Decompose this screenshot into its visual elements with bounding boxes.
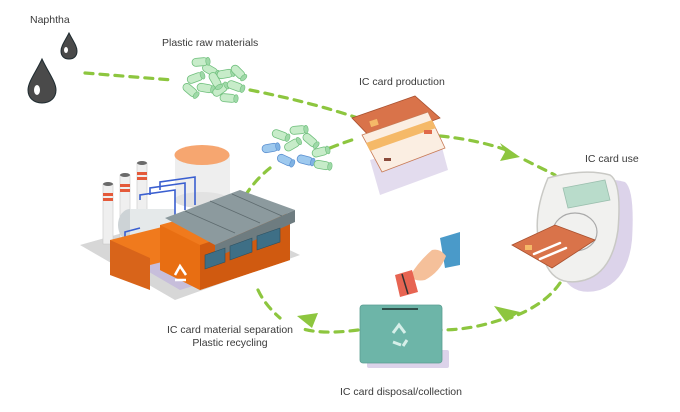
ic-cards-icon <box>351 95 448 195</box>
arrow-disposal-to-factory <box>298 326 360 334</box>
recycle-icon <box>391 322 409 347</box>
arrowhead-disposal <box>494 306 520 322</box>
arrow-naphtha-to-raw <box>83 71 174 82</box>
label-separation-line1: IC card material separation <box>166 324 294 336</box>
label-naphtha: Naphtha <box>30 14 70 26</box>
arrowhead-use <box>500 143 520 161</box>
arrow-raw-to-production <box>248 88 360 120</box>
arrow-use-tail <box>523 158 557 177</box>
arrow-factory-tail <box>256 288 282 320</box>
arrow-disposal-tail <box>438 318 502 332</box>
arrow-pellets-to-production <box>328 136 360 150</box>
hand-with-card-icon <box>395 232 460 297</box>
label-plastic-raw-materials: Plastic raw materials <box>162 37 259 49</box>
recycled-pellets-icon <box>261 124 334 172</box>
oil-droplets-icon <box>27 31 78 104</box>
arrowhead-factory <box>297 313 318 328</box>
arrow-use-to-disposal <box>508 281 562 320</box>
plastic-pellets-icon <box>180 56 249 104</box>
factory-recycle-icon <box>173 263 188 282</box>
recycling-factory-icon <box>80 145 300 300</box>
flow-arrows <box>83 71 562 334</box>
label-ic-card-production: IC card production <box>359 76 445 88</box>
recycle-bin-icon <box>359 304 449 368</box>
label-ic-card-use: IC card use <box>585 153 639 165</box>
card-reader-icon <box>511 171 633 292</box>
label-separation-line2: Plastic recycling <box>192 337 268 349</box>
label-ic-card-material-separation: IC card material separation Plastic recy… <box>140 324 320 350</box>
arrow-factory-to-pellets <box>243 166 272 198</box>
label-ic-card-disposal-collection: IC card disposal/collection <box>340 386 462 398</box>
